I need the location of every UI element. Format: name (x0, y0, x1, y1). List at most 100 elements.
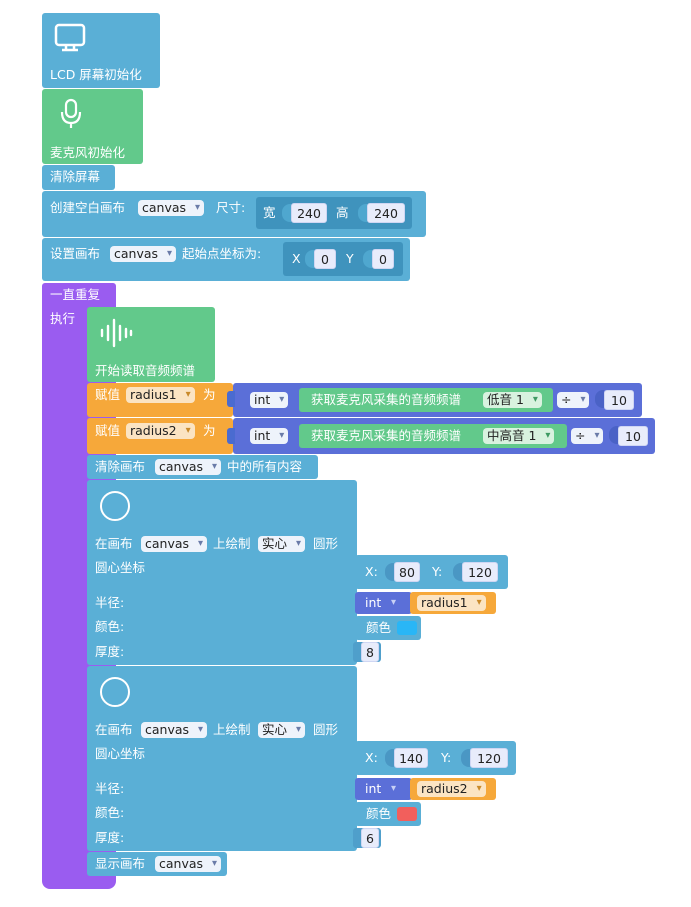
lcd-init-block[interactable]: LCD 屏幕初始化 (42, 13, 160, 88)
assign-radius2-block[interactable]: 赋值 radius2 为 (87, 418, 233, 454)
clear-screen-label: 清除屏幕 (50, 169, 101, 184)
mic-init-label: 麦克风初始化 (50, 145, 126, 160)
int-cast-block[interactable]: int ▾ (355, 778, 412, 800)
shape-label: 圆形 (313, 722, 339, 737)
int-cast-block[interactable]: int 获取麦克风采集的音频频谱 中高音 1 ÷ 10 (227, 418, 655, 454)
draw-label: 上绘制 (213, 536, 251, 551)
assign-radius1-block[interactable]: 赋值 radius1 为 (87, 383, 233, 417)
radius-label: 半径: (95, 781, 125, 796)
radius2-var-dropdown[interactable]: radius2 (126, 423, 195, 439)
color-block[interactable]: 颜色 (355, 802, 421, 826)
socket (461, 749, 470, 767)
get-spectrum-block[interactable]: 获取麦克风采集的音频频谱 中高音 1 (299, 424, 567, 448)
canvas-dropdown[interactable]: canvas (155, 459, 222, 475)
divisor-input[interactable]: 10 (604, 390, 634, 410)
int-cast-block[interactable]: int ▾ (355, 592, 412, 614)
point-block[interactable]: X: 80 Y: 120 (355, 555, 508, 589)
center-y-input[interactable]: 120 (462, 562, 498, 582)
radius1-var-dropdown[interactable]: radius1 (417, 595, 486, 611)
monitor-icon (54, 23, 86, 53)
origin-y-input[interactable]: 0 (372, 249, 394, 269)
socket (385, 563, 394, 581)
radius1-var-dropdown[interactable]: radius1 (126, 387, 195, 403)
socket (363, 250, 372, 268)
thickness-input[interactable]: 6 (361, 828, 379, 848)
canvas-dropdown[interactable]: canvas (141, 722, 208, 738)
radius2-var-dropdown[interactable]: radius2 (417, 781, 486, 797)
operator-dropdown[interactable]: ÷ (557, 392, 590, 408)
color-label: 颜色: (95, 805, 125, 820)
draw-on-label: 在画布 (95, 722, 133, 737)
x-label: X (292, 251, 301, 266)
create-canvas-label: 创建空白画布 (50, 200, 126, 215)
y-label: Y: (441, 750, 452, 765)
draw-label: 上绘制 (213, 722, 251, 737)
divisor-input[interactable]: 10 (618, 426, 648, 446)
height-label: 高 (336, 205, 349, 220)
x-label: X: (365, 750, 378, 765)
canvas-dropdown[interactable]: canvas (141, 536, 208, 552)
band-dropdown[interactable]: 低音 1 (483, 392, 542, 408)
socket (595, 390, 604, 408)
radius-type-dropdown[interactable]: int (365, 595, 382, 610)
thickness-socket: 6 (353, 828, 381, 848)
center-y-input[interactable]: 120 (470, 748, 508, 768)
lcd-init-label: LCD 屏幕初始化 (50, 67, 142, 82)
clear-canvas-block[interactable]: 清除画布 canvas 中的所有内容 (87, 455, 318, 479)
canvas-dropdown[interactable]: canvas (110, 246, 177, 262)
origin-x-input[interactable]: 0 (314, 249, 336, 269)
audio-start-block[interactable]: 开始读取音频频谱 (87, 307, 215, 382)
center-x-input[interactable]: 80 (394, 562, 420, 582)
thickness-input[interactable]: 8 (361, 642, 379, 662)
height-input[interactable]: 240 (367, 203, 405, 223)
y-label: Y: (432, 564, 443, 579)
int-type-dropdown[interactable]: int (250, 392, 289, 408)
socket (385, 749, 394, 767)
assign-as-label: 为 (203, 387, 216, 402)
draw-circle-block[interactable]: 在画布 canvas 上绘制 实心 圆形 圆心坐标 半径: 颜色: 厚度: (87, 480, 357, 665)
socket (305, 250, 314, 268)
plug (227, 428, 235, 444)
canvas-dropdown[interactable]: canvas (138, 200, 205, 216)
center-label: 圆心坐标 (95, 746, 146, 761)
int-cast-block[interactable]: int 获取麦克风采集的音频频谱 低音 1 ÷ 10 (227, 383, 642, 417)
assign-label: 赋值 (95, 423, 121, 438)
color-block[interactable]: 颜色 (355, 616, 421, 640)
color-label: 颜色: (95, 619, 125, 634)
radius-type-dropdown[interactable]: int (365, 781, 382, 796)
width-input[interactable]: 240 (291, 203, 327, 223)
draw-on-label: 在画布 (95, 536, 133, 551)
variable-block[interactable]: radius2 (410, 778, 496, 800)
socket (609, 426, 618, 444)
mic-init-block[interactable]: 麦克风初始化 (42, 89, 143, 164)
size-label: 尺寸: (216, 200, 246, 215)
socket (453, 563, 462, 581)
fill-dropdown[interactable]: 实心 (258, 722, 306, 738)
set-canvas-label: 设置画布 (50, 246, 101, 261)
point-block[interactable]: X: 140 Y: 120 (355, 741, 516, 775)
create-canvas-block[interactable]: 创建空白画布 canvas 尺寸: 宽 240 高 240 (42, 191, 426, 237)
get-spectrum-label: 获取麦克风采集的音频频谱 (311, 428, 462, 443)
thickness-label: 厚度: (95, 644, 125, 659)
get-spectrum-label: 获取麦克风采集的音频频谱 (311, 392, 462, 407)
center-x-input[interactable]: 140 (394, 748, 428, 768)
clear-canvas-label: 清除画布 (95, 459, 146, 474)
set-canvas-block[interactable]: 设置画布 canvas 起始点坐标为: X 0 Y 0 (42, 238, 410, 281)
show-canvas-block[interactable]: 显示画布 canvas (87, 852, 227, 876)
clear-screen-block[interactable]: 清除屏幕 (42, 165, 115, 190)
variable-block[interactable]: radius1 (410, 592, 496, 614)
operator-dropdown[interactable]: ÷ (571, 428, 604, 444)
shape-label: 圆形 (313, 536, 339, 551)
fill-dropdown[interactable]: 实心 (258, 536, 306, 552)
clear-canvas-suffix: 中的所有内容 (227, 459, 303, 474)
color-swatch[interactable] (397, 621, 417, 635)
audio-start-label: 开始读取音频频谱 (95, 363, 196, 378)
draw-circle-block[interactable]: 在画布 canvas 上绘制 实心 圆形 圆心坐标 半径: 颜色: 厚度: (87, 666, 357, 851)
canvas-dropdown[interactable]: canvas (155, 856, 222, 872)
color-swatch[interactable] (397, 807, 417, 821)
radius-label: 半径: (95, 595, 125, 610)
band-dropdown[interactable]: 中高音 1 (483, 428, 555, 444)
int-type-dropdown[interactable]: int (250, 428, 289, 444)
chevron-down-icon: ▾ (391, 597, 397, 608)
get-spectrum-block[interactable]: 获取麦克风采集的音频频谱 低音 1 (299, 388, 553, 412)
